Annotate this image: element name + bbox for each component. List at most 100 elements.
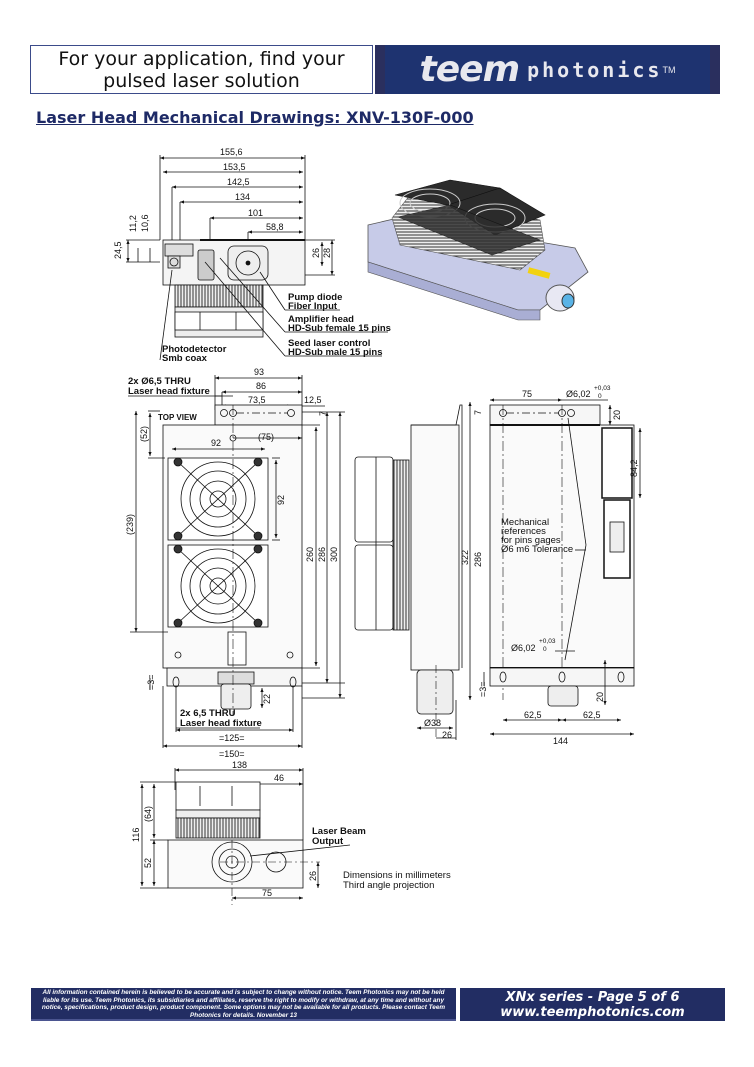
dim-7: 7 — [318, 411, 328, 416]
tolerance-bottom-upper: +0,03 — [539, 638, 556, 645]
laser-beam-output-1: Laser Beam — [312, 826, 366, 837]
logo-photonics: photonics — [527, 57, 663, 82]
dim-64-ref: (64) — [143, 806, 153, 822]
dim-239-ref: (239) — [125, 514, 135, 535]
callout-photodetector-2: Smb coax — [162, 353, 208, 364]
disclaimer-line: liable for its use. Teem Photonics, its … — [42, 996, 445, 1004]
dim-73-5: 73,5 — [248, 395, 266, 405]
callout-amp-head-1: Amplifier head — [288, 314, 354, 325]
back-view — [483, 398, 642, 736]
dim-3-back: =3= — [478, 681, 488, 697]
tolerance-top-lower: 0 — [598, 393, 602, 400]
callout-amp-head-2: HD-Sub female 15 pins — [288, 323, 391, 334]
end-view-labels: 138 46 116 (64) 52 26 75 Laser Beam Outp… — [131, 760, 451, 898]
dim-286: 286 — [317, 547, 327, 562]
tagline-line2: pulsed laser solution — [103, 69, 300, 92]
disclaimer-line: All information contained herein is beli… — [42, 989, 445, 996]
dim-11-2: 11,2 — [128, 215, 138, 232]
tolerance-bottom-value: Ø6,02 — [511, 643, 536, 653]
dim-125: =125= — [219, 733, 245, 743]
mech-note-line4: Ø6 m6 Tolerance — [501, 544, 573, 555]
front-view — [126, 155, 388, 361]
dim-86: 86 — [256, 381, 266, 391]
fixture-bottom-line1: 2x 6,5 THRU — [180, 708, 236, 719]
callout-pump-diode-2: Fiber Input — [288, 301, 338, 312]
dim-46: 46 — [274, 773, 284, 783]
dim-75-end: 75 — [262, 888, 272, 898]
logo-trademark: TM — [662, 64, 676, 75]
top-view — [128, 375, 345, 748]
dim-92-h: 92 — [211, 438, 221, 448]
back-view-labels: 75 Ø6,02 +0,03 0 20 84,2 Mechanical refe… — [501, 385, 639, 746]
dim-52: 52 — [143, 858, 153, 868]
tolerance-top-value: Ø6,02 — [566, 389, 591, 399]
dim-dia-38: Ø38 — [424, 718, 441, 728]
dim-142-5: 142,5 — [227, 177, 250, 187]
dim-322: 322 — [460, 550, 470, 565]
callout-photodetector-1: Photodetector — [162, 344, 227, 355]
dim-26-end: 26 — [308, 871, 318, 881]
tolerance-top-upper: +0,03 — [594, 385, 611, 392]
fixture-top-line2: Laser head fixture — [128, 386, 210, 397]
tagline-box: For your application, find your pulsed l… — [30, 45, 373, 94]
mech-note-line2: references — [501, 526, 546, 537]
disclaimer-line: Photonics for details. November 13 — [190, 1011, 297, 1019]
fixture-bottom-line2: Laser head fixture — [180, 718, 262, 729]
top-view-label: TOP VIEW — [158, 413, 197, 422]
dim-144: 144 — [553, 736, 568, 746]
tagline-line1: For your application, find your — [58, 47, 345, 70]
footer-page-info: XNx series - Page 5 of 6 www.teemphotoni… — [460, 988, 725, 1021]
mech-note-line1: Mechanical — [501, 517, 549, 528]
footer-disclaimer: All information contained herein is beli… — [31, 988, 456, 1021]
dim-75-back: 75 — [522, 389, 532, 399]
logo-teem: teem — [419, 49, 521, 90]
dim-58-8: 58,8 — [266, 222, 284, 232]
note-dimensions-units: Dimensions in millimeters — [343, 870, 451, 881]
shared-side-labels: 286 7 =3= — [473, 410, 488, 697]
laser-head-3d-render — [367, 179, 589, 321]
dim-7-back: 7 — [473, 410, 483, 415]
dim-20-bottom: 20 — [595, 692, 605, 702]
dim-22: 22 — [262, 694, 272, 704]
dim-28: 28 — [322, 248, 332, 258]
page-title: Laser Head Mechanical Drawings: XNV-130F… — [36, 108, 474, 127]
callout-seed-1: Seed laser control — [288, 338, 370, 349]
dim-20-top: 20 — [612, 410, 622, 420]
disclaimer-line: notice, specifications, product design, … — [41, 1004, 446, 1012]
dim-286-back: 286 — [473, 552, 483, 567]
front-view-dimensions: 155,6 153,5 142,5 134 101 58,8 24,5 11,2… — [113, 147, 391, 364]
callout-pump-diode-1: Pump diode — [288, 292, 342, 303]
note-projection: Third angle projection — [343, 880, 434, 891]
dim-24-5: 24,5 — [113, 241, 123, 259]
dim-138: 138 — [232, 760, 247, 770]
series-page-label: XNx series - Page 5 of 6 — [505, 990, 680, 1005]
dim-84-2: 84,2 — [629, 459, 639, 477]
tolerance-bottom-lower: 0 — [543, 646, 547, 653]
dim-52-ref: (52) — [139, 426, 149, 442]
dim-62-5-left: 62,5 — [524, 710, 542, 720]
dim-300: 300 — [329, 547, 339, 562]
brand-logo-banner: teem photonics TM — [375, 45, 720, 94]
dim-153-5: 153,5 — [223, 162, 246, 172]
dim-10-6: 10,6 — [140, 214, 150, 232]
fixture-top-line1: 2x Ø6,5 THRU — [128, 376, 191, 387]
dim-75-ref: (75) — [258, 432, 274, 442]
dim-101: 101 — [248, 208, 263, 218]
dim-260: 260 — [305, 547, 315, 562]
top-view-labels: 2x Ø6,5 THRU Laser head fixture TOP VIEW… — [125, 367, 339, 759]
mech-note-line3: for pins gages — [501, 535, 561, 546]
laser-beam-output-2: Output — [312, 836, 344, 847]
dim-155-6: 155,6 — [220, 147, 243, 157]
callout-seed-2: HD-Sub male 15 pins — [288, 347, 383, 358]
website-link[interactable]: www.teemphotonics.com — [500, 1005, 685, 1020]
dim-26: 26 — [311, 248, 321, 258]
dim-12-5: 12,5 — [304, 395, 322, 405]
dim-62-5-right: 62,5 — [583, 710, 601, 720]
side-view-labels: 322 Ø38 26 — [424, 550, 470, 740]
dim-150: =150= — [219, 749, 245, 759]
dim-92-v: 92 — [276, 495, 286, 505]
end-view — [140, 768, 351, 905]
dim-134: 134 — [235, 192, 250, 202]
dim-26-side: 26 — [442, 730, 452, 740]
